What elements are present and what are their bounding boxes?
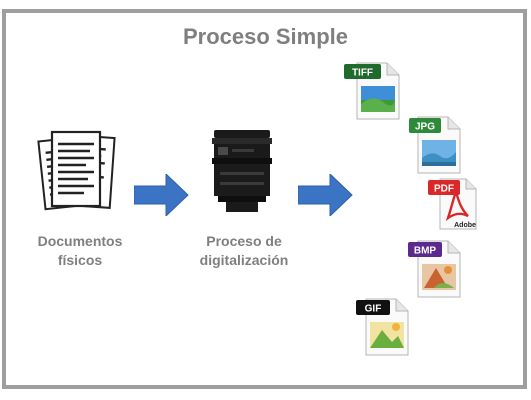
documents-label: Documentos físicos (20, 232, 140, 270)
pdf-label: PDF (434, 184, 454, 195)
tiff-badge (344, 64, 381, 79)
pdf-badge (428, 180, 460, 195)
bmp-badge (408, 242, 442, 257)
documents-label-line1: Documentos (37, 233, 123, 249)
bmp-label: BMP (414, 246, 437, 257)
page-title: Proceso Simple (182, 24, 349, 49)
right-arrow-icon (298, 174, 353, 216)
gif-label: GIF (365, 304, 382, 315)
process-label: Proceso de digitalización (182, 232, 306, 270)
documents-label-line2: físicos (57, 252, 103, 268)
documents-icon (37, 130, 116, 211)
bmp-file-icon: BMP (408, 240, 461, 298)
tiff-file-icon: TIFF (344, 62, 400, 120)
jpg-file-icon: JPG (409, 116, 461, 174)
diagram-frame (2, 9, 527, 389)
pdf-file-icon: PDF Adobe (428, 178, 477, 230)
scanner-printer-icon (212, 130, 272, 212)
process-label-line2: digitalización (199, 252, 289, 268)
jpg-badge (409, 118, 441, 133)
gif-file-icon: GIF (356, 298, 409, 356)
adobe-label: Adobe (454, 222, 476, 229)
tiff-label: TIFF (352, 68, 373, 79)
process-label-line1: Proceso de (206, 233, 282, 249)
right-arrow-icon (134, 174, 189, 216)
gif-badge (356, 300, 390, 315)
jpg-label: JPG (415, 122, 435, 133)
